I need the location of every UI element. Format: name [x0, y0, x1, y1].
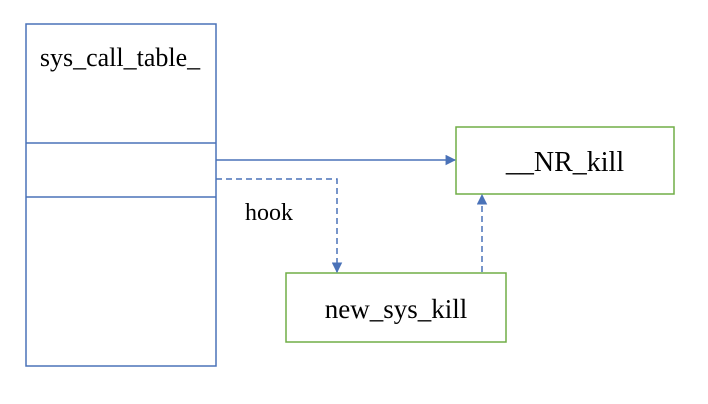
hook-arrow: [216, 178, 343, 274]
hook-label: hook: [245, 200, 293, 226]
sys-call-table: sys_call_table_: [25, 23, 217, 367]
new-sys-kill-node: new_sys_kill: [285, 272, 507, 343]
nr-kill-label: __NR_kill: [505, 147, 624, 178]
sys-call-table-frame: [25, 23, 217, 367]
new-sys-kill-label: new_sys_kill: [325, 294, 468, 324]
new-sys-kill-box: [285, 272, 507, 343]
nr-kill-node: __NR_kill: [455, 126, 675, 195]
sys-call-table-label: sys_call_table_: [40, 43, 201, 72]
